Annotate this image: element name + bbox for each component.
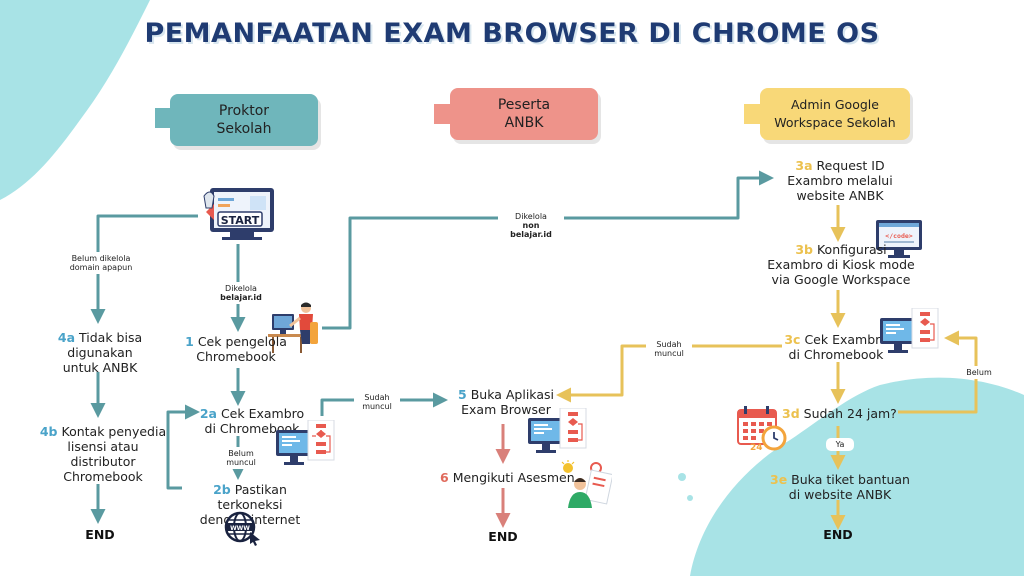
node-3e-text: Buka tiket bantuan di website ANBK — [788, 472, 910, 502]
node-3c-number: 3c — [784, 332, 801, 347]
header-peserta-label: Peserta ANBK — [497, 97, 551, 131]
label-dikelola2-line1: Dikelola — [515, 212, 547, 221]
label-sudah-muncul-b2: muncul — [654, 349, 684, 358]
node-6-number: 6 — [440, 470, 449, 485]
label-belum-dikelola-line2: domain apapun — [69, 263, 133, 272]
header-proktor-label: Proktor Sekolah — [216, 103, 272, 137]
node-4b-text: Kontak penyedia lisensi atau distributor… — [61, 424, 167, 484]
node-2b-number: 2b — [213, 482, 231, 497]
label-belum: Belum — [960, 366, 998, 379]
node-3c-text: Cek Exambro di Chromebook — [788, 332, 888, 362]
node-2a-number: 2a — [199, 406, 217, 421]
node-5: 5 Buka Aplikasi Exam Browser — [446, 387, 566, 417]
node-6-text: Mengikuti Asesmen — [452, 470, 575, 485]
end-peserta: END — [488, 529, 518, 544]
edge-1-to-3a — [322, 170, 774, 330]
node-5-text: Buka Aplikasi Exam Browser — [461, 387, 554, 417]
person-at-desk-icon — [268, 302, 318, 353]
edge-3c-to-5 — [556, 344, 782, 403]
flowchart-monitor-icon — [880, 308, 939, 353]
node-1-number: 1 — [185, 334, 194, 349]
node-5-number: 5 — [458, 387, 467, 402]
node-4a-number: 4a — [57, 330, 76, 345]
label-dikelola-non-belajar-id: Dikelola non belajar.id — [498, 210, 564, 241]
node-2a-text: Cek Exambro di Chromebook — [204, 406, 305, 436]
header-admin-label: Admin Google Workspace Sekolah — [774, 97, 896, 130]
node-3c: 3c Cek Exambro di Chromebook — [776, 332, 896, 362]
label-non-belajar-id: non belajar.id — [510, 221, 552, 239]
start-label: START — [220, 214, 260, 227]
flowchart-monitor-icon — [276, 420, 335, 465]
node-6: 6 Mengikuti Asesmen — [440, 470, 580, 485]
label-sudah-muncul-yellow: Sudah muncul — [646, 338, 692, 360]
node-3d-text: Sudah 24 jam? — [803, 406, 897, 421]
student-thinking-icon — [561, 460, 612, 508]
node-3d-number: 3d — [782, 406, 800, 421]
node-3e: 3e Buka tiket bantuan di website ANBK — [770, 472, 910, 502]
top-left-blob — [0, 0, 150, 200]
label-dikelola-belajar-id: Dikelola belajar.id — [217, 282, 265, 304]
label-belum-muncul: Belum muncul — [220, 447, 262, 469]
label-belum-muncul-1: Belum — [228, 449, 254, 458]
decor-dot — [687, 495, 693, 501]
node-3a: 3a Request ID Exambro melalui website AN… — [770, 158, 910, 203]
code-monitor-icon: </code> — [876, 220, 922, 258]
node-3e-number: 3e — [770, 472, 788, 487]
node-3a-text: Request ID Exambro melalui website ANBK — [787, 158, 893, 203]
edge-2a-to-5 — [320, 392, 448, 416]
node-4b: 4b Kontak penyedia lisensi atau distribu… — [38, 424, 168, 484]
label-belajar-id: belajar.id — [220, 293, 262, 302]
edge-2b-to-2a — [166, 404, 200, 490]
label-belum-dikelola: Belum dikelola domain apapun — [64, 252, 138, 274]
end-admin: END — [823, 527, 853, 542]
svg-text:WWW: WWW — [230, 525, 250, 532]
node-1-text: Cek pengelola Chromebook — [196, 334, 287, 364]
node-3b-text: Konfigurasi Exambro di Kiosk mode via Go… — [767, 242, 915, 287]
node-3d: 3d Sudah 24 jam? — [782, 406, 902, 421]
label-dikelola-line1: Dikelola — [225, 284, 257, 293]
label-sudah-muncul-b1: Sudah — [656, 340, 682, 349]
label-sudah-muncul-teal: Sudah muncul — [354, 391, 400, 413]
label-sudah-muncul-a1: Sudah — [364, 393, 390, 402]
node-4b-number: 4b — [39, 424, 58, 439]
node-4a-text: Tidak bisa digunakan untuk ANBK — [62, 330, 143, 375]
header-proktor: Proktor Sekolah — [170, 94, 318, 146]
end-proktor: END — [85, 527, 115, 542]
calendar-clock-icon: 24 — [737, 406, 787, 452]
label-sudah-muncul-a2: muncul — [362, 402, 392, 411]
edge-start-to-4a — [90, 214, 198, 324]
flowchart-monitor-icon — [528, 408, 587, 453]
node-3b: 3b Konfigurasi Exambro di Kiosk mode via… — [766, 242, 916, 287]
node-3b-number: 3b — [795, 242, 813, 257]
node-1: 1 Cek pengelola Chromebook — [176, 334, 296, 364]
svg-text:</code>: </code> — [885, 232, 912, 240]
node-2a: 2a Cek Exambro di Chromebook — [192, 406, 312, 436]
www-globe-icon: WWW — [224, 511, 260, 546]
svg-text:24: 24 — [750, 443, 763, 452]
node-3a-number: 3a — [795, 158, 813, 173]
node-4a: 4a Tidak bisa digunakan untuk ANBK — [40, 330, 160, 375]
header-peserta: Peserta ANBK — [450, 88, 598, 140]
label-ya: Ya — [826, 438, 854, 451]
label-belum-dikelola-line1: Belum dikelola — [71, 254, 131, 263]
header-admin: Admin Google Workspace Sekolah — [760, 88, 910, 140]
page-title: PEMANFAATAN EXAM BROWSER DI CHROME OS — [144, 18, 880, 49]
decor-dot — [678, 473, 686, 481]
bottom-right-blob-2 — [760, 490, 1024, 576]
start-rocket-screen-icon — [203, 188, 274, 240]
label-belum-muncul-2: muncul — [226, 458, 256, 467]
